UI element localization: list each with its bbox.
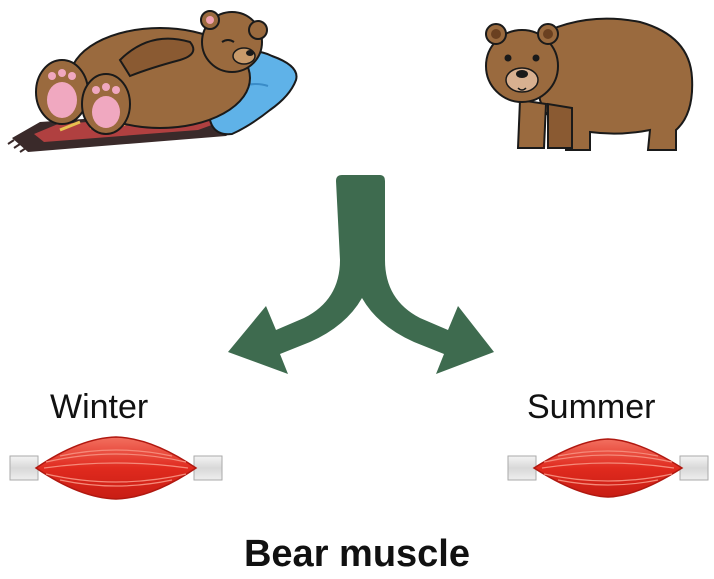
summer-muscle-icon [508, 439, 708, 497]
summer-label: Summer [527, 390, 655, 424]
split-arrow-icon [228, 175, 494, 374]
winter-label: Winter [50, 390, 148, 424]
sleeping-bear-icon [8, 11, 297, 152]
diagram-title: Bear muscle [0, 535, 714, 573]
winter-muscle-icon [10, 437, 222, 499]
standing-bear-icon [486, 19, 692, 150]
